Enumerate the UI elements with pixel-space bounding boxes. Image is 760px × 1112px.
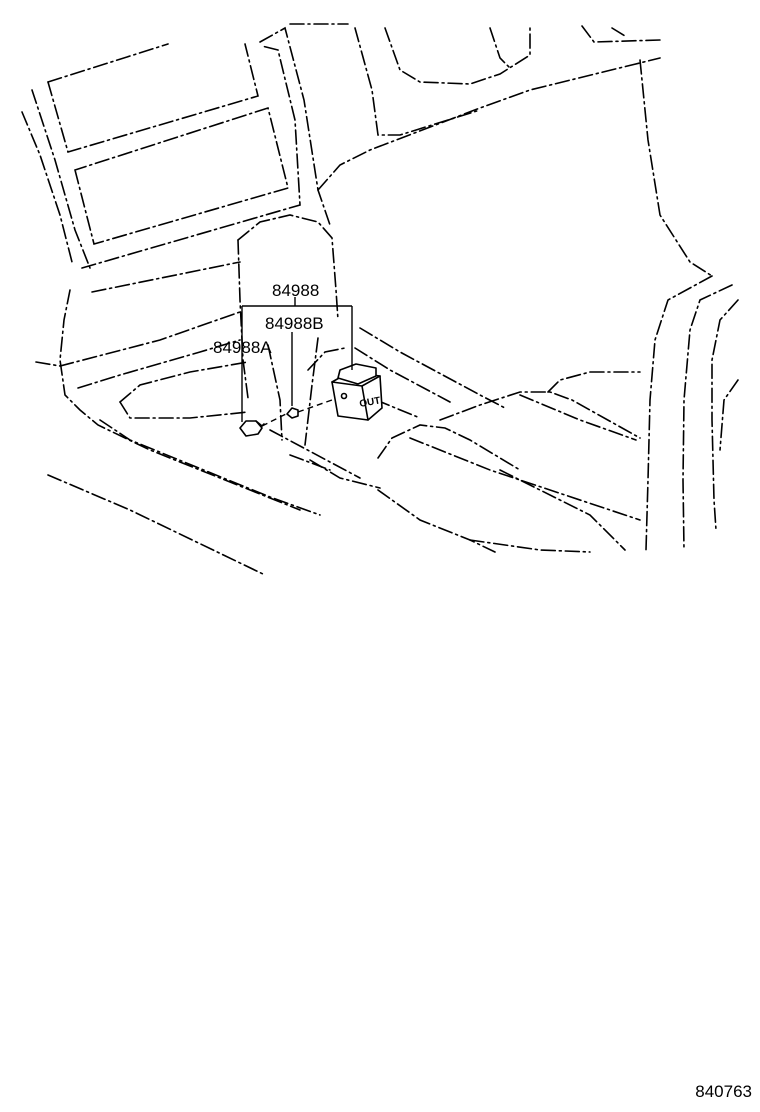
label-84988b: 84988B <box>265 314 324 333</box>
leader-lines <box>241 297 353 422</box>
alignment-line <box>297 399 333 413</box>
alignment-line <box>261 413 287 427</box>
switch-button-text: OUT <box>359 395 382 409</box>
interior-outline <box>21 23 739 576</box>
label-84988: 84988 <box>272 281 319 300</box>
bulb-part <box>239 420 265 437</box>
label-84988a: 84988A <box>213 338 272 357</box>
diagram-code: 840763 <box>695 1082 752 1101</box>
socket-part <box>286 407 299 419</box>
switch-assembly: OUT <box>331 363 383 421</box>
